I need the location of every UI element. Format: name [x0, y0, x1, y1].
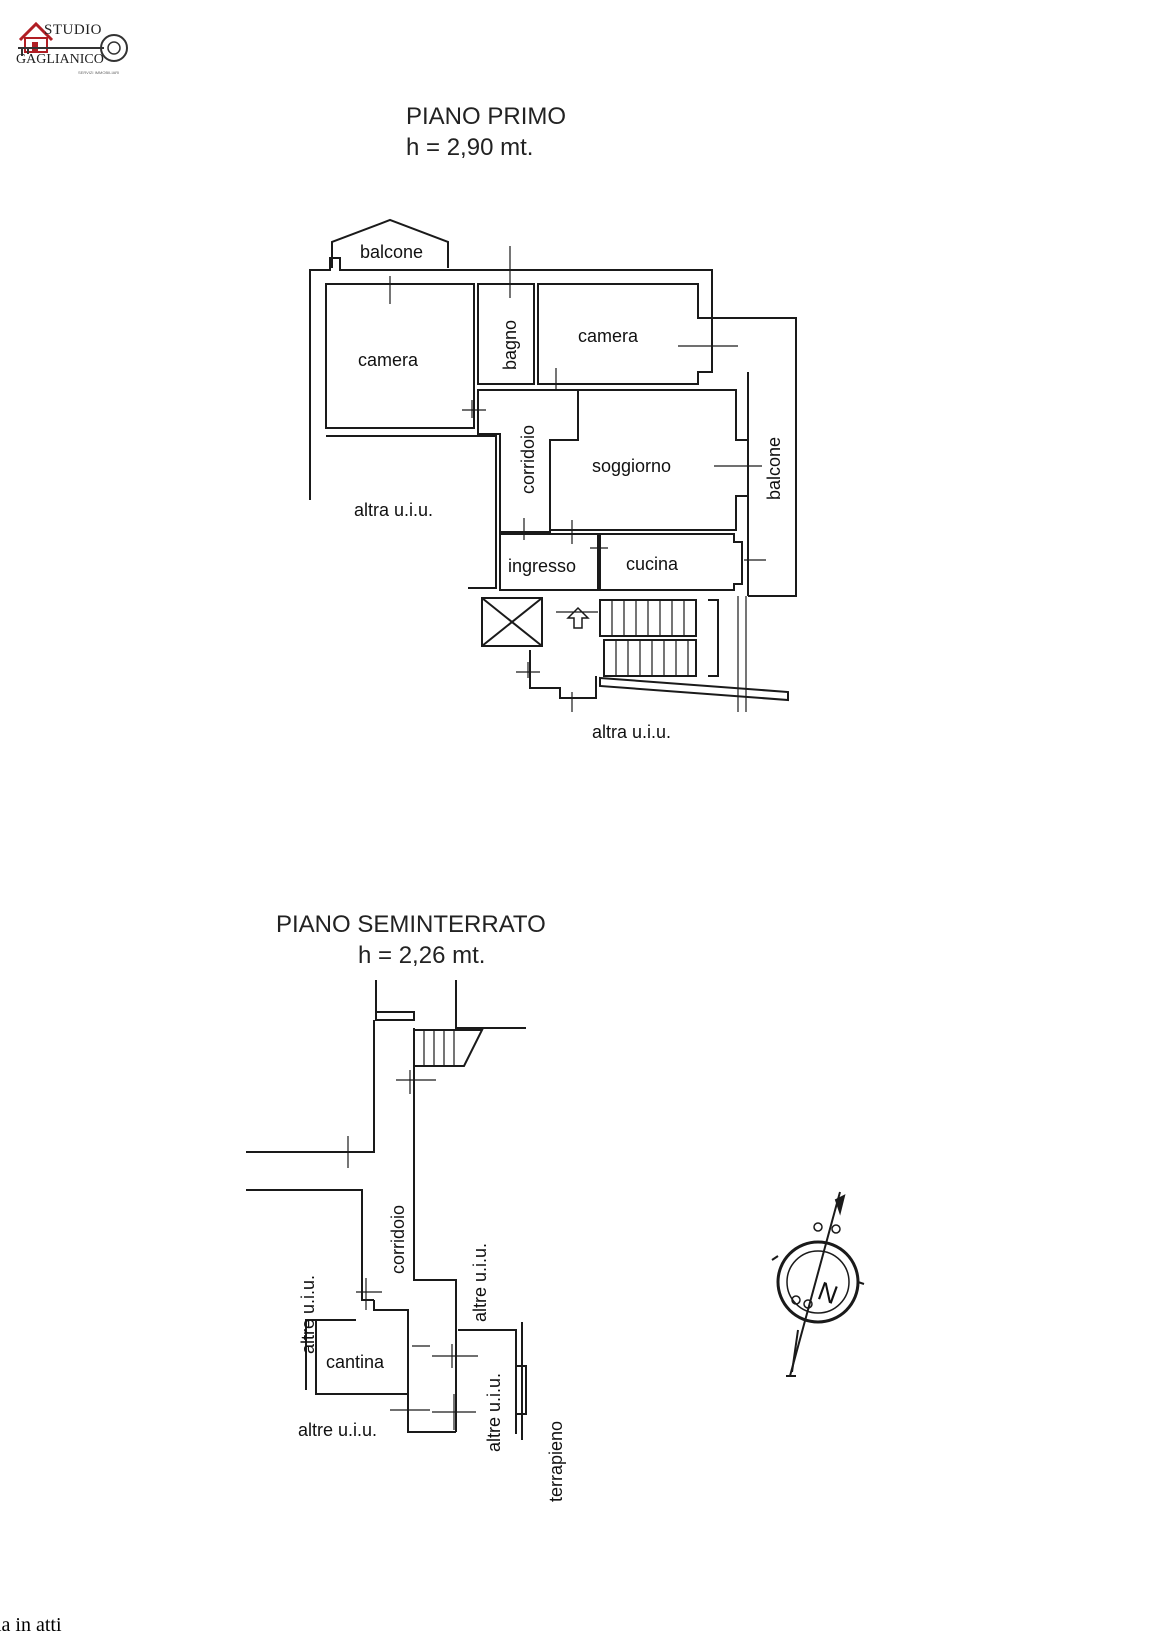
logo-brand-name: GAGLIANICO	[16, 52, 104, 67]
room-cantina	[315, 1300, 409, 1395]
balcony-top-outline	[331, 218, 449, 268]
landing-wall	[529, 650, 597, 699]
house-key-icon	[18, 21, 128, 62]
label-corridoio: corridoio	[518, 425, 538, 494]
label-camera-left: camera	[358, 350, 419, 370]
label-altre-uiu-right-bottom: altre u.i.u.	[484, 1373, 504, 1452]
basement-corridor-left-bottom	[246, 1189, 374, 1301]
logo-brand-top: STUDIO	[44, 22, 102, 38]
room-ingresso	[499, 533, 599, 591]
basement-corridor-right	[413, 1028, 457, 1432]
label-balcone-right: balcone	[764, 437, 784, 500]
basement-height: h = 2,26 mt.	[358, 942, 486, 969]
label-cantina: cantina	[326, 1352, 385, 1372]
logo-tagline: SERVIZI IMMOBILIARI	[78, 70, 120, 75]
studio-logo: STUDIO GAGLIANICO SERVIZI IMMOBILIARI	[14, 8, 134, 80]
lift-shaft	[481, 597, 543, 647]
label-terrapieno: terrapieno	[546, 1421, 566, 1502]
compass-north-label: N	[814, 1275, 842, 1310]
basement-corridor-left-top	[246, 1020, 375, 1153]
room-camera-right	[537, 283, 713, 385]
room-cucina	[599, 533, 743, 591]
footer-note: ia in atti	[0, 1614, 62, 1636]
label-balcone-top: balcone	[360, 242, 423, 262]
label-altre-uiu-bottom: altre u.i.u.	[298, 1420, 377, 1440]
label-altra-uiu-left: altra u.i.u.	[354, 500, 433, 520]
label-ingresso: ingresso	[508, 556, 576, 576]
outer-wall-top	[309, 257, 713, 500]
basement-title: PIANO SEMINTERRATO	[276, 911, 546, 938]
room-soggiorno	[549, 389, 749, 531]
balcony-right-outline	[712, 317, 797, 597]
label-soggiorno: soggiorno	[592, 456, 671, 476]
north-compass-icon	[771, 1191, 865, 1377]
label-altre-uiu-right-top: altre u.i.u.	[470, 1243, 490, 1322]
label-altra-uiu-bottom: altra u.i.u.	[592, 722, 671, 742]
room-camera-left	[325, 283, 475, 429]
room-bagno	[477, 283, 535, 385]
label-cucina: cucina	[626, 554, 679, 574]
outer-wall-bottom	[599, 676, 789, 702]
label-basement-corridoio: corridoio	[388, 1205, 408, 1274]
first-floor-title: PIANO PRIMO	[406, 103, 567, 130]
label-altre-uiu-left: altre u.i.u.	[298, 1275, 318, 1354]
label-bagno: bagno	[500, 320, 520, 370]
first-floor-height: h = 2,90 mt.	[406, 134, 534, 161]
altra-uiu-left-outline	[326, 435, 497, 589]
label-camera-right: camera	[578, 326, 639, 346]
